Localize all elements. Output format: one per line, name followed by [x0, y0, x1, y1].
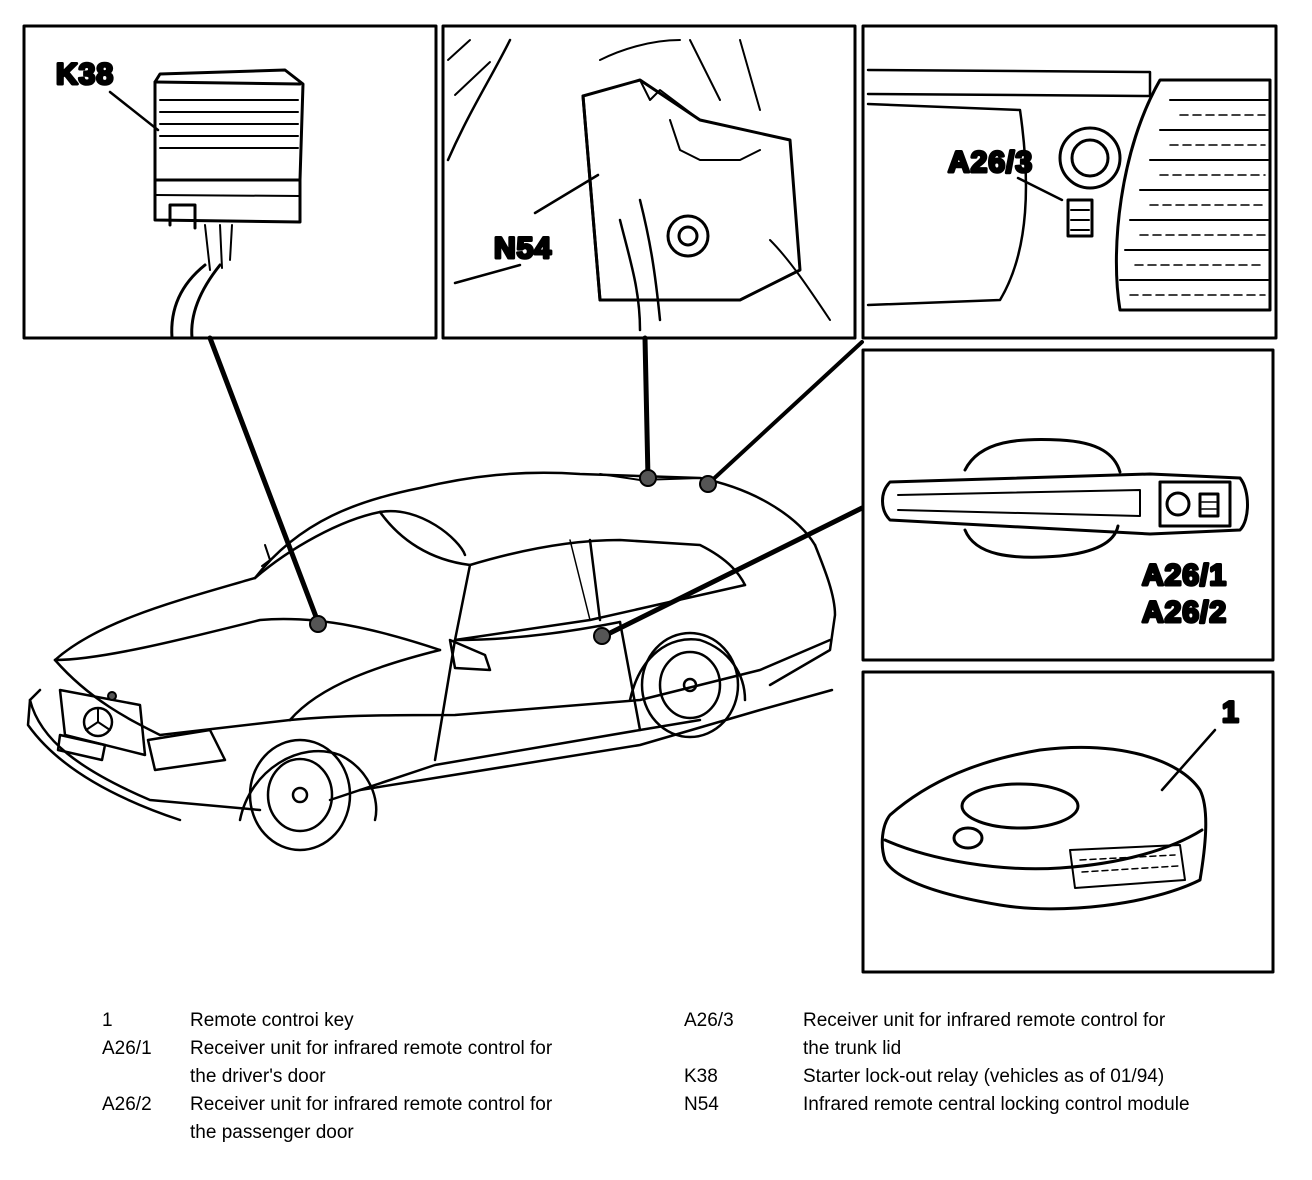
- hood-dot: [107, 691, 117, 701]
- legend-text: Starter lock-out relay (vehicles as of 0…: [803, 1063, 1164, 1091]
- k38-callout-label: K38: [56, 58, 114, 91]
- legend-line: Receiver unit for infrared remote contro…: [190, 1038, 553, 1059]
- legend-code: N54: [684, 1094, 719, 1115]
- legend-code: A26/2: [102, 1094, 152, 1115]
- k38-location-dot: [309, 615, 327, 633]
- key-callout-label: 1: [1222, 696, 1240, 729]
- legend-code: 1: [102, 1010, 113, 1031]
- legend-text: Receiver unit for infrared remote contro…: [190, 1035, 552, 1091]
- legend-code: K38: [684, 1066, 718, 1087]
- legend-line: the driver's door: [190, 1066, 326, 1087]
- k38-relay-panel: K38: [22, 24, 438, 340]
- location-leaders: [207, 335, 865, 639]
- a26-1-location-dot: [593, 627, 611, 645]
- legend-line: the passenger door: [190, 1122, 354, 1143]
- legend-line: Receiver unit for infrared remote contro…: [190, 1094, 553, 1115]
- legend-text: Remote controi key: [190, 1007, 354, 1035]
- legend-code: A26/3: [684, 1010, 734, 1031]
- a26-3-trunk-panel: A26/3: [861, 24, 1278, 340]
- legend-text: Infrared remote central locking control …: [803, 1091, 1190, 1119]
- legend-code: A26/1: [102, 1038, 152, 1059]
- legend-line: Receiver unit for infrared remote contro…: [803, 1010, 1166, 1031]
- a26-3-callout-label: A26/3: [948, 146, 1033, 179]
- component-location-diagram: K38 N54: [22, 24, 1278, 974]
- legend-line: Starter lock-out relay (vehicles as of 0…: [803, 1066, 1165, 1087]
- a26-2-callout-label: A26/2: [1142, 596, 1227, 629]
- n54-callout-label: N54: [494, 232, 552, 265]
- car-illustration: [26, 471, 837, 852]
- remote-key-panel: 1: [861, 670, 1275, 974]
- a26-1-callout-label: A26/1: [1142, 559, 1227, 592]
- a26-3-location-dot: [699, 475, 717, 493]
- legend-line: Remote controi key: [190, 1010, 354, 1031]
- legend-text: Receiver unit for infrared remote contro…: [190, 1091, 552, 1147]
- legend-line: the trunk lid: [803, 1038, 902, 1059]
- n54-module-panel: N54: [441, 24, 857, 340]
- legend-text: Receiver unit for infrared remote contro…: [803, 1007, 1165, 1063]
- legend-line: Infrared remote central locking control …: [803, 1094, 1190, 1115]
- n54-location-dot: [639, 469, 657, 487]
- door-handle-panel: A26/1 A26/2: [861, 348, 1275, 662]
